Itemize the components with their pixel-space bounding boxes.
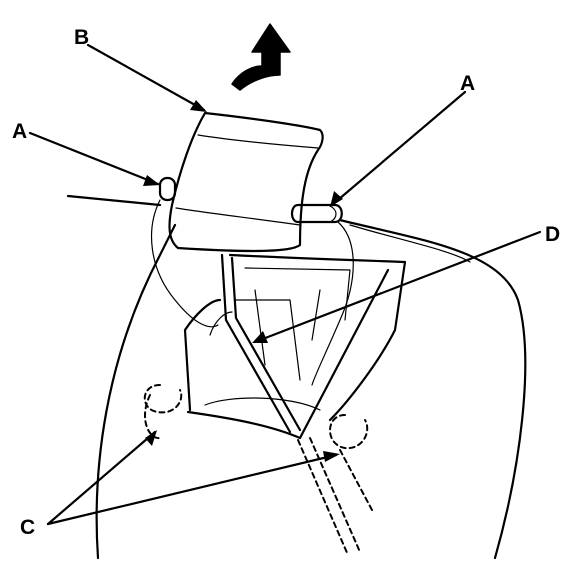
lift-direction-arrow — [231, 23, 291, 91]
seat-back-recess — [183, 253, 407, 440]
guide-pin-left — [158, 176, 177, 202]
retaining-clip-d — [220, 253, 302, 434]
release-wire-right — [311, 221, 354, 386]
release-wire-left — [150, 199, 219, 328]
label-a-right: A — [460, 72, 475, 95]
guide-pin-right — [290, 203, 343, 224]
label-b: B — [74, 26, 89, 49]
seat-back-outline — [66, 194, 527, 560]
label-a-left: A — [12, 120, 27, 143]
headrest-b — [168, 111, 324, 253]
label-d: D — [545, 223, 560, 246]
label-c: C — [20, 516, 35, 539]
leader-lines — [28, 43, 542, 526]
leader-arrowheads — [143, 100, 343, 462]
hidden-hook-left — [143, 384, 183, 440]
hidden-hook-right — [297, 414, 373, 556]
